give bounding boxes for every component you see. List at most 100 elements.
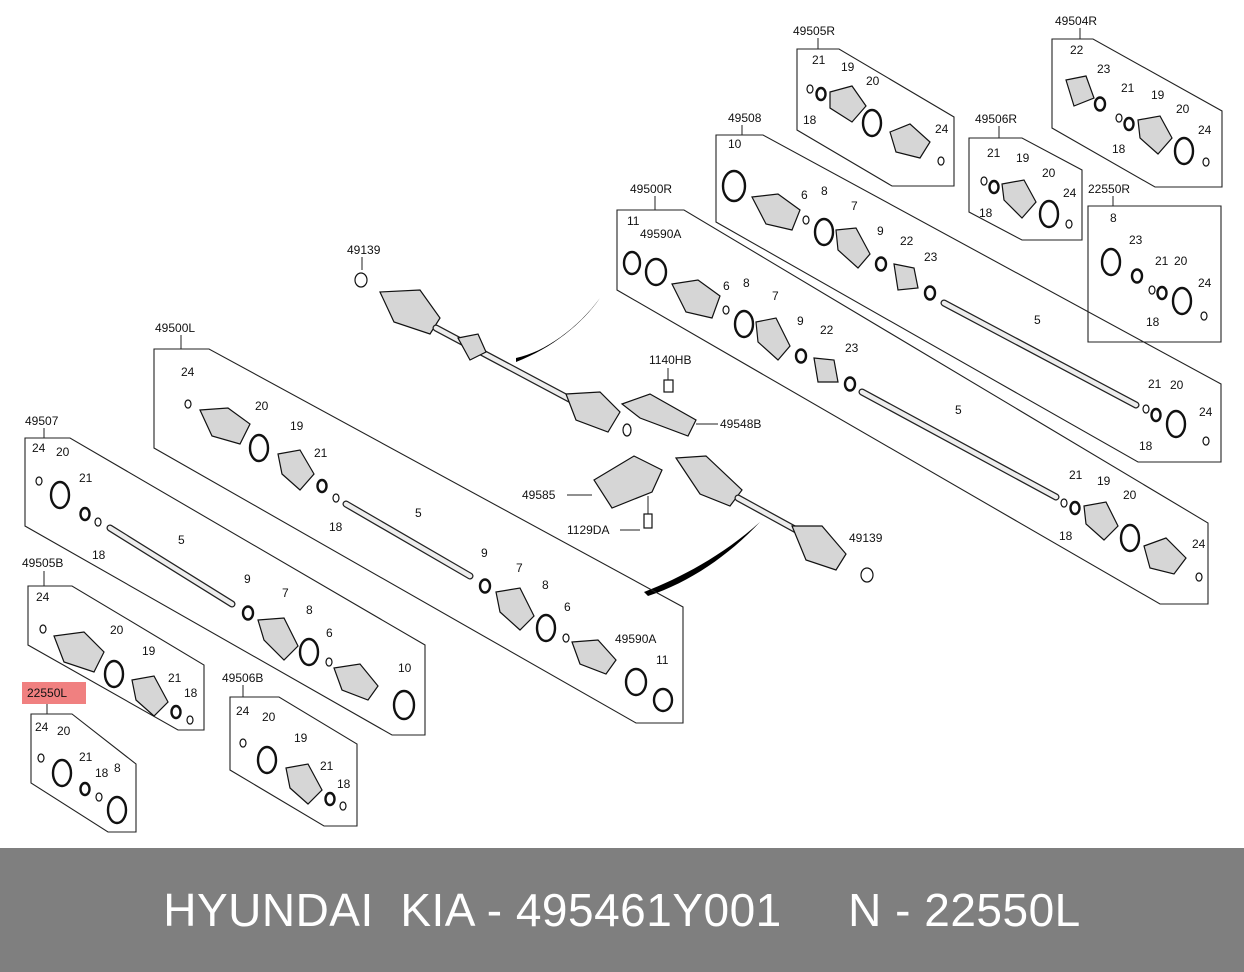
callout-18: 18	[1146, 315, 1160, 329]
main-axle-upper: 49139	[347, 243, 632, 437]
group-frame	[968, 137, 1083, 241]
callout-20: 20	[1176, 102, 1190, 116]
group-49506B[interactable]: 49506B 24 20 19 21 18	[222, 671, 358, 827]
callout-18: 18	[1139, 439, 1153, 453]
callout-18: 18	[95, 766, 109, 780]
callout-21: 21	[1148, 377, 1162, 391]
callout-24: 24	[1199, 405, 1213, 419]
group-22550L[interactable]: 22550L 24 20 21 18 8	[22, 682, 137, 833]
group-49504R[interactable]: 49504R 22 23 21 19 20 18 24	[1051, 14, 1223, 188]
callout-5: 5	[415, 506, 422, 520]
callout-10: 10	[728, 137, 742, 151]
group-frame	[1087, 205, 1222, 343]
callout-8: 8	[114, 761, 121, 775]
group-frame	[30, 713, 137, 833]
callout-5: 5	[1034, 313, 1041, 327]
group-title: 49506B	[222, 671, 263, 685]
label-1140HB: 1140HB	[649, 353, 691, 367]
callout-18: 18	[1059, 529, 1073, 543]
group-title: 49508	[728, 111, 762, 125]
callout-21: 21	[987, 146, 1001, 160]
callout-24: 24	[1192, 537, 1206, 551]
callout-22: 22	[820, 323, 834, 337]
callout-24: 24	[236, 704, 250, 718]
label-49585: 49585	[522, 488, 556, 502]
group-49500R[interactable]: 49500R 11 49590A 6 8 7 9 22 23 5 21 19 2…	[616, 182, 1209, 605]
callout-18: 18	[803, 113, 817, 127]
part-number-banner: HYUNDAI KIA - 495461Y001 N - 22550L	[0, 848, 1244, 972]
callout-20: 20	[110, 623, 124, 637]
group-49500L[interactable]: 49500L 24 20 19 21 18 5 9 7 8 6 49590A 1…	[153, 321, 684, 724]
callout-23: 23	[845, 341, 859, 355]
callout-24: 24	[1063, 186, 1077, 200]
group-title: 49505B	[22, 556, 63, 570]
group-49506R[interactable]: 49506R 21 19 20 18 24	[968, 112, 1083, 241]
group-title: 49500R	[630, 182, 672, 196]
callout-18: 18	[1112, 142, 1126, 156]
callout-18: 18	[979, 206, 993, 220]
callout-23: 23	[924, 250, 938, 264]
callout-11: 11	[627, 214, 640, 228]
label-49139-bottom: 49139	[849, 531, 883, 545]
callout-21: 21	[1155, 254, 1169, 268]
callout-18: 18	[337, 777, 351, 791]
callout-19: 19	[1151, 88, 1165, 102]
group-title: 22550R	[1088, 182, 1130, 196]
callout-9: 9	[877, 224, 884, 238]
callout-24: 24	[935, 122, 949, 136]
callout-11: 11	[656, 653, 669, 667]
callout-22: 22	[1070, 43, 1084, 57]
callout-5: 5	[178, 533, 185, 547]
callout-7: 7	[772, 289, 779, 303]
group-frame	[27, 585, 205, 731]
highlight-box	[22, 682, 86, 704]
callout-20: 20	[1174, 254, 1188, 268]
callout-8: 8	[306, 603, 313, 617]
callout-21: 21	[314, 446, 328, 460]
group-title: 49504R	[1055, 14, 1097, 28]
group-22550R[interactable]: 22550R 8 23 21 20 24 18	[1087, 182, 1222, 343]
callout-23: 23	[1129, 233, 1143, 247]
bracket-assembly[interactable]: 1140HB 49548B 49585 1129DA	[522, 353, 761, 537]
callout-20: 20	[1170, 378, 1184, 392]
callout-21: 21	[812, 53, 826, 67]
callout-19: 19	[1016, 151, 1030, 165]
callout-19: 19	[142, 644, 156, 658]
group-frame	[153, 348, 684, 724]
callout-8: 8	[1110, 211, 1117, 225]
group-title: 49505R	[793, 24, 835, 38]
group-49505R[interactable]: 49505R 21 19 20 18 24	[793, 24, 955, 187]
parts-diagram: 49505R 21 19 20 18 24 49504R 22 23 21 19…	[22, 14, 1223, 833]
callout-9: 9	[244, 572, 251, 586]
group-frame	[24, 437, 426, 736]
callout-21: 21	[168, 671, 182, 685]
group-49505B[interactable]: 49505B 24 20 19 21 18	[22, 556, 205, 731]
callout-19: 19	[294, 731, 308, 745]
group-title: 49507	[25, 414, 59, 428]
callout-20: 20	[262, 710, 276, 724]
callout-24: 24	[1198, 123, 1212, 137]
callout-6: 6	[801, 188, 808, 202]
group-49508[interactable]: 49508 10 6 8 7 9 22 23 5 21 20 18 24	[715, 111, 1222, 463]
group-title: 49506R	[975, 112, 1017, 126]
callout-24: 24	[1198, 276, 1212, 290]
group-frame	[229, 696, 358, 827]
banner-text: HYUNDAI KIA - 495461Y001 N - 22550L	[163, 884, 1081, 936]
callout-8: 8	[743, 276, 750, 290]
callout-49590A: 49590A	[640, 227, 681, 241]
callout-19: 19	[1097, 474, 1111, 488]
callout-7: 7	[282, 586, 289, 600]
group-frame	[796, 48, 955, 187]
callout-23: 23	[1097, 62, 1111, 76]
group-frame	[1051, 38, 1223, 188]
callout-19: 19	[841, 60, 855, 74]
callout-24: 24	[32, 441, 46, 455]
callout-6: 6	[564, 600, 571, 614]
callout-21: 21	[320, 759, 334, 773]
callout-19: 19	[290, 419, 304, 433]
group-49507[interactable]: 49507 24 20 21 18 5 9 7 8 6 10	[24, 414, 426, 736]
callout-6: 6	[326, 626, 333, 640]
label-49139-top: 49139	[347, 243, 381, 257]
callout-21: 21	[1069, 468, 1083, 482]
callout-9: 9	[481, 546, 488, 560]
